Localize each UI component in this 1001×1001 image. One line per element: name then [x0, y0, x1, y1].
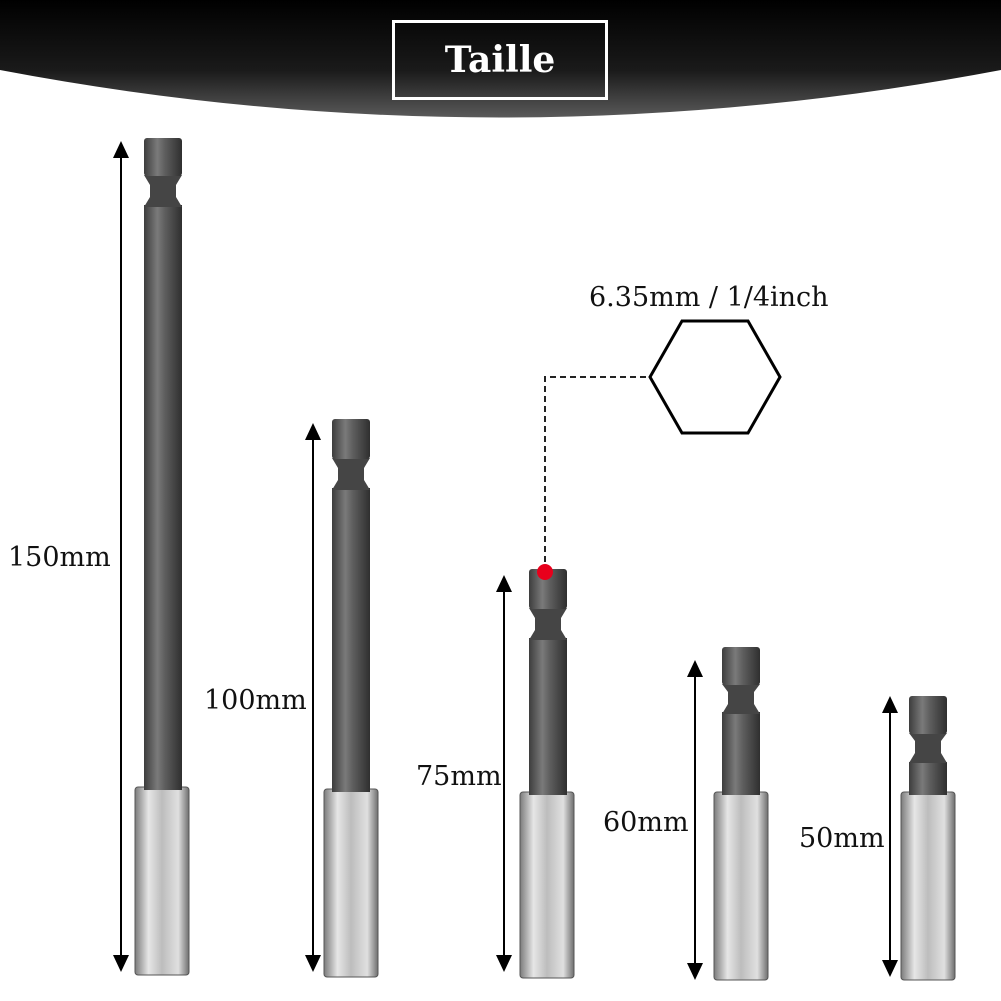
hex-tip [332, 419, 370, 459]
hex-shaft [332, 488, 370, 792]
length-label-100: 100mm [204, 685, 307, 716]
hexagon-profile [648, 319, 782, 435]
hex-shaft [909, 762, 947, 795]
length-label-50: 50mm [799, 823, 885, 854]
hex-shaft [722, 712, 760, 795]
hex-neck [144, 175, 182, 207]
title-box: Taille [392, 20, 608, 100]
hex-shaft [529, 638, 567, 795]
hex-tip [529, 569, 567, 609]
header-band [0, 0, 1001, 118]
bit-150mm [113, 138, 190, 976]
bit-60mm [687, 647, 769, 981]
hex-tip [722, 647, 760, 685]
hex-size-label: 6.35mm / 1/4inch [589, 282, 829, 313]
hex-neck [722, 684, 760, 714]
hex-shaft [144, 205, 182, 790]
sleeve [323, 788, 379, 978]
sleeve [900, 791, 956, 981]
hex-neck [332, 458, 370, 490]
length-label-60: 60mm [603, 807, 689, 838]
hex-neck [909, 733, 947, 763]
hex-neck [529, 608, 567, 640]
page-title: Taille [444, 39, 556, 81]
callout-leader [544, 376, 650, 572]
bit-75mm [496, 569, 575, 979]
length-label-150: 150mm [8, 542, 111, 573]
bit-50mm [882, 696, 956, 981]
length-label-75: 75mm [416, 761, 502, 792]
hex-tip [144, 138, 182, 176]
sleeve [713, 791, 769, 981]
bit-100mm [305, 419, 379, 978]
marker-dot [537, 564, 553, 580]
sleeve [519, 791, 575, 979]
sleeve [134, 786, 190, 976]
hex-tip [909, 696, 947, 734]
